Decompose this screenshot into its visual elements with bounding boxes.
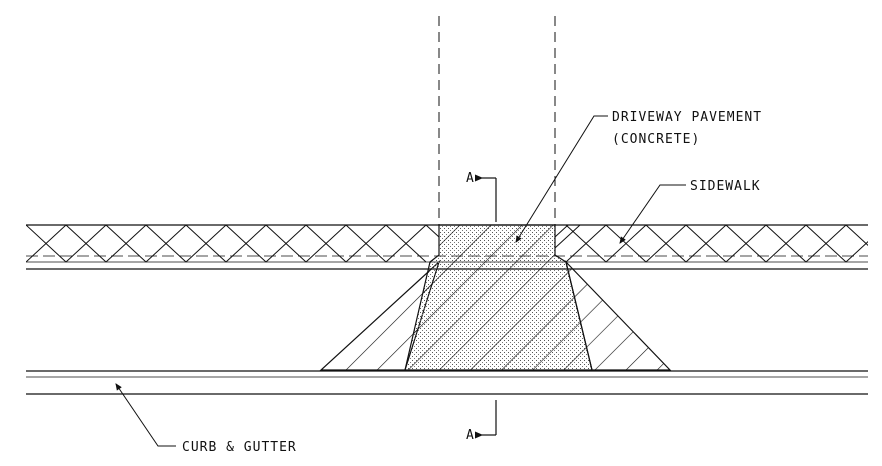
section-label-top: A — [466, 171, 475, 186]
curb-label: CURB & GUTTER — [182, 440, 297, 455]
section-cut-line — [474, 174, 497, 439]
curb-leader — [115, 383, 176, 447]
driveway-label-line1: DRIVEWAY PAVEMENT — [612, 110, 762, 125]
sidewalk-label: SIDEWALK — [690, 179, 761, 194]
section-label-bottom: A — [466, 428, 475, 443]
curb-and-gutter — [26, 370, 868, 395]
driveway-leader — [515, 115, 608, 243]
sidewalk-leader — [619, 184, 686, 244]
driveway-extension-lines — [438, 16, 556, 225]
driveway-concrete — [404, 224, 593, 371]
driveway-label-line2: (CONCRETE) — [612, 132, 700, 147]
